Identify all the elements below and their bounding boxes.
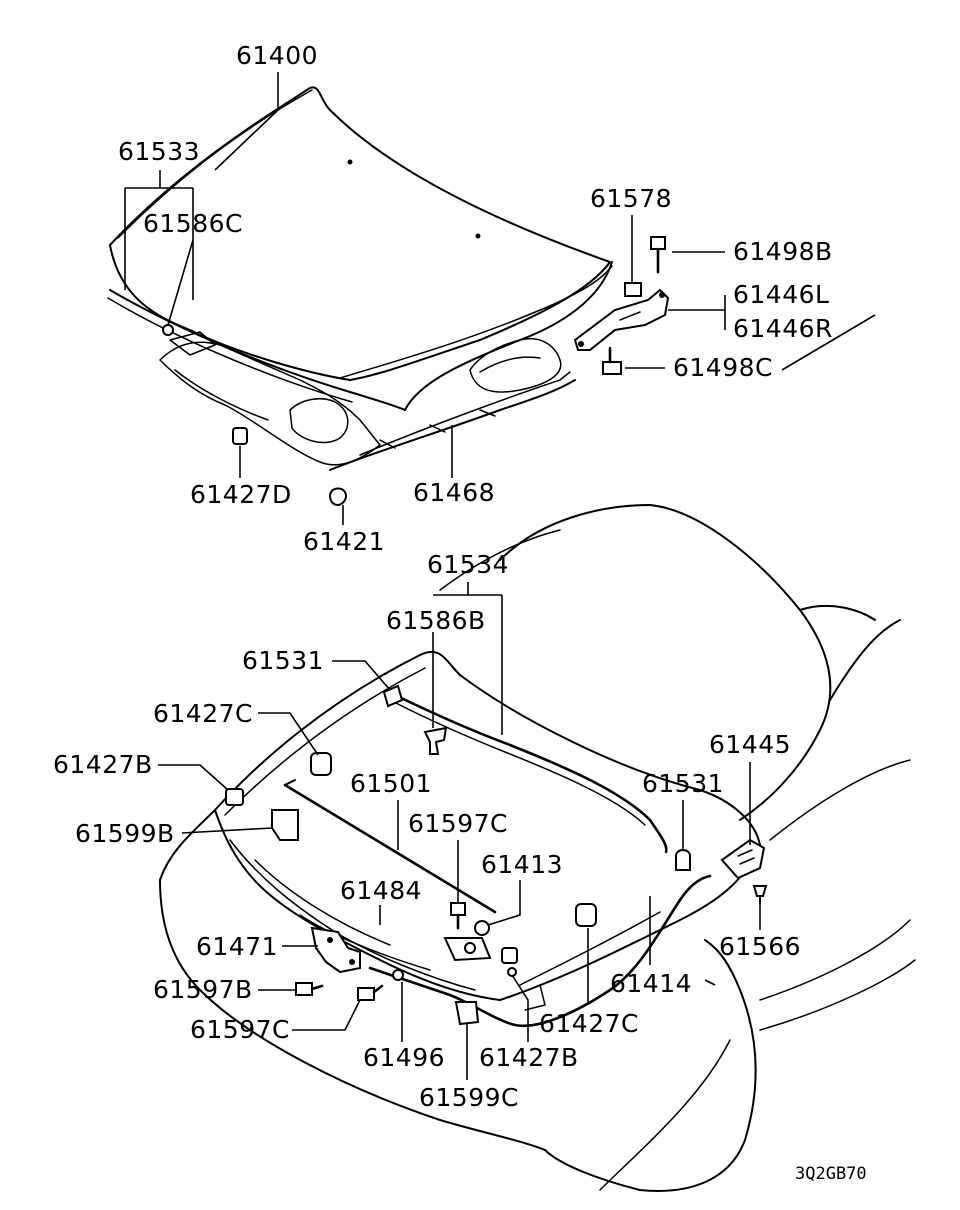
label-bolt-c-lower: 61597C bbox=[190, 1015, 290, 1044]
hood-upper-small-parts bbox=[232, 427, 348, 507]
label-grommet: 61413 bbox=[481, 850, 563, 879]
label-release-handle: 61445 bbox=[709, 730, 791, 759]
label-bolt-b: 61597B bbox=[153, 975, 253, 1004]
vehicle-body-drawing bbox=[159, 504, 916, 1192]
label-clip-insulator: 61421 bbox=[303, 527, 385, 556]
label-seal-right: 61531 bbox=[642, 769, 724, 798]
label-bolt-c-upper: 61597C bbox=[408, 809, 508, 838]
label-holder-c: 61599C bbox=[419, 1083, 519, 1112]
label-clip-upper: 61586C bbox=[143, 209, 243, 238]
label-hood-insulator: 61468 bbox=[413, 478, 495, 507]
label-hinge-right: 61446R bbox=[733, 314, 833, 343]
label-bumper-c-right: 61427C bbox=[539, 1009, 639, 1038]
label-bumper-c-left: 61427C bbox=[153, 699, 253, 728]
label-clip-lower: 61586B bbox=[386, 606, 486, 635]
label-screw: 61566 bbox=[719, 932, 801, 961]
label-hood-weatherstrip-upper: 61533 bbox=[118, 137, 200, 166]
label-hood: 61400 bbox=[236, 41, 318, 70]
hood-hinge-drawing bbox=[573, 236, 670, 375]
label-bolt-hinge-upper: 61498B bbox=[733, 237, 833, 266]
label-nut-hinge: 61578 bbox=[590, 184, 672, 213]
label-bumper-b-right: 61427B bbox=[479, 1043, 579, 1072]
label-bracket-lock: 61484 bbox=[340, 876, 422, 905]
label-holder-b: 61599B bbox=[75, 819, 175, 848]
label-hinge-left: 61446L bbox=[733, 280, 829, 309]
label-weatherstrip-lower: 61534 bbox=[427, 550, 509, 579]
vehicle-lower-parts bbox=[225, 684, 768, 1028]
label-hood-lock: 61471 bbox=[196, 932, 278, 961]
callout-labels: 61400 61533 61586C 61578 61498B 61446L 6… bbox=[53, 41, 867, 1184]
label-support-rod: 61501 bbox=[350, 769, 432, 798]
label-bumper-hood-upper: 61427D bbox=[190, 480, 292, 509]
leader-lines bbox=[124, 72, 876, 1080]
label-release-cable: 61414 bbox=[610, 969, 692, 998]
label-cable-clip: 61496 bbox=[363, 1043, 445, 1072]
label-bolt-hinge-lower: 61498C bbox=[673, 353, 773, 382]
label-seal-left: 61531 bbox=[242, 646, 324, 675]
label-bumper-b-left: 61427B bbox=[53, 750, 153, 779]
drawing-code: 3Q2GB70 bbox=[795, 1164, 867, 1184]
